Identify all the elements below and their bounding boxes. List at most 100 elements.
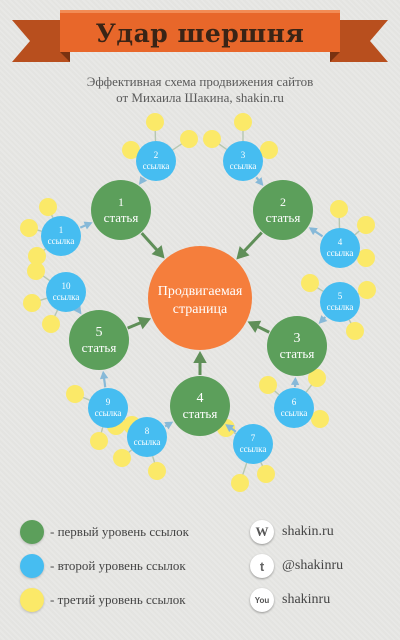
link-circle [223, 141, 263, 181]
legend-level-2-label: - второй уровень ссылок [50, 558, 186, 573]
third-level-link-circle [301, 274, 319, 292]
yellow-link-arrow [100, 427, 104, 434]
subtitle-line-1: Эффективная схема продвижения сайтов [86, 74, 314, 89]
link-number: 3 [241, 150, 246, 160]
link-label: ссылка [48, 236, 75, 246]
third-level-link-circle [27, 262, 45, 280]
yellow-link-arrow [273, 389, 280, 396]
link-circle [136, 141, 176, 181]
link-number: 1 [59, 225, 64, 235]
third-level-link-circle [180, 130, 198, 148]
first-level-arrowhead [137, 316, 152, 330]
link-label: ссылка [95, 408, 122, 418]
legend-level-2: - второй уровень ссылок [20, 553, 186, 579]
second-level-arrowhead [290, 376, 300, 386]
link-number: 8 [145, 426, 150, 436]
link-circle [127, 417, 167, 457]
article-circle [267, 316, 327, 376]
title-ribbon: Удар шершня [0, 0, 400, 70]
legend-blue-dot [20, 554, 44, 578]
social-wordpress[interactable]: W shakin.ru [250, 519, 334, 545]
third-level-link-circle [234, 113, 252, 131]
third-level-link-circle [259, 376, 277, 394]
article-label: статья [104, 210, 139, 225]
youtube-icon: You [250, 588, 274, 612]
article-circle [170, 376, 230, 436]
third-level-link-circle [358, 281, 376, 299]
third-level-link-circle [23, 294, 41, 312]
article-label: статья [183, 406, 218, 421]
link-circle [274, 388, 314, 428]
article-number: 3 [294, 331, 301, 346]
yellow-link-arrow [305, 383, 313, 393]
yellow-link-arrow [82, 396, 90, 401]
third-level-link-circle [28, 247, 46, 265]
second-level-arrowhead [164, 421, 174, 430]
yellow-link-arrow [172, 142, 183, 151]
link-label: ссылка [327, 248, 354, 258]
link-label: ссылка [230, 161, 257, 171]
article-circle [253, 180, 313, 240]
third-level-link-circle [308, 369, 326, 387]
youtube-link[interactable]: shakinru [282, 592, 331, 607]
link-label: ссылка [281, 408, 308, 418]
legend-level-3-label: - третий уровень ссылок [50, 592, 186, 607]
second-level-arrowhead [99, 370, 109, 380]
twitter-icon: t [250, 554, 274, 578]
third-level-link-circle [66, 385, 84, 403]
yellow-link-arrow [354, 229, 361, 236]
yellow-link-arrow [241, 462, 248, 476]
article-number: 5 [96, 325, 103, 340]
yellow-link-arrow [218, 143, 228, 150]
article-label: статья [280, 346, 315, 361]
article-label: статья [266, 210, 301, 225]
third-level-link-circle [257, 465, 275, 483]
link-number: 2 [154, 150, 159, 160]
promoted-page-label-line-1: Продвигаемая [158, 284, 243, 299]
legend-level-1-label: - первый уровень ссылок [50, 524, 189, 539]
social-youtube[interactable]: You shakinru [250, 587, 330, 613]
link-circle [233, 424, 273, 464]
third-level-link-circle [311, 410, 329, 428]
link-label: ссылка [53, 292, 80, 302]
yellow-link-arrow [151, 455, 156, 464]
legend-green-dot [20, 520, 44, 544]
yellow-link-arrow [42, 275, 51, 282]
twitter-link[interactable]: @shakinru [282, 558, 344, 573]
promoted-page-label-line-2: страница [173, 302, 228, 317]
link-circle [320, 282, 360, 322]
first-level-arrowhead [247, 320, 262, 333]
article-number: 1 [118, 195, 124, 209]
third-level-link-circle [20, 219, 38, 237]
link-label: ссылка [327, 302, 354, 312]
link-circle [320, 228, 360, 268]
article-number: 2 [280, 195, 286, 209]
third-level-link-circle [42, 315, 60, 333]
second-level-arrowhead [225, 424, 235, 433]
first-level-arrowhead [151, 245, 165, 259]
link-number: 7 [251, 433, 256, 443]
link-label: ссылка [134, 437, 161, 447]
ribbon-shape [12, 10, 388, 62]
third-level-link-circle [113, 449, 131, 467]
link-label: ссылка [143, 161, 170, 171]
article-circle [91, 180, 151, 240]
article-number: 4 [197, 391, 204, 406]
page-title: Удар шершня [95, 19, 305, 48]
link-circle [41, 216, 81, 256]
social-twitter[interactable]: t @shakinru [250, 553, 343, 579]
second-level-arrowhead [139, 175, 148, 185]
legend-level-3: - третий уровень ссылок [20, 587, 186, 613]
second-level-arrowhead [255, 177, 264, 186]
subtitle-line-2: от Михаила Шакина, shakin.ru [116, 90, 284, 105]
article-circle [69, 310, 129, 370]
link-number: 5 [338, 291, 343, 301]
second-level-arrowhead [318, 315, 328, 324]
second-level-arrowhead [83, 221, 93, 230]
first-level-arrowhead [236, 246, 250, 260]
third-level-link-circle [90, 432, 108, 450]
wordpress-link[interactable]: shakin.ru [282, 524, 334, 539]
legend-level-1: - первый уровень ссылок [20, 519, 189, 545]
link-number: 9 [106, 397, 111, 407]
